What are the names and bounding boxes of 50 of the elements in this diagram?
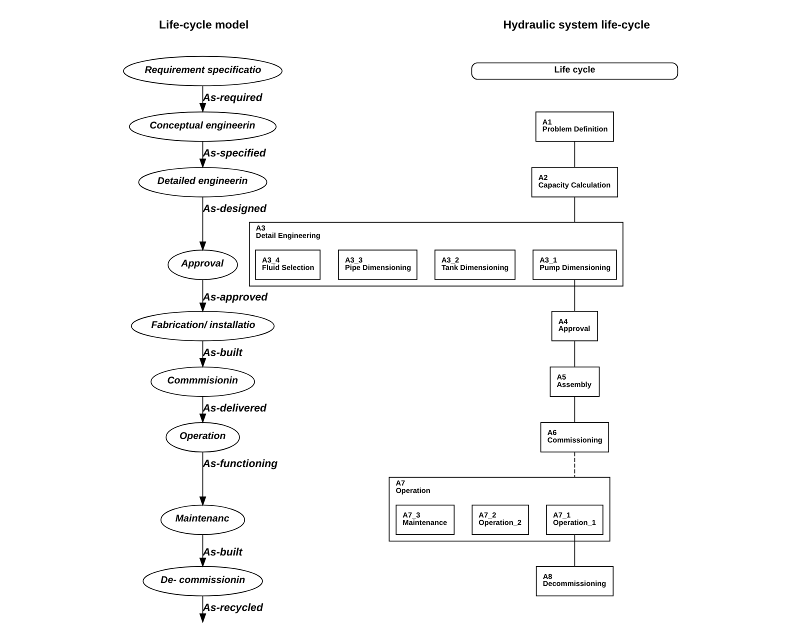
node-ellipse: Fabrication/ installatio [130,310,275,342]
node-box: A1 Problem Definition [536,112,614,142]
node-box: A8 Decommissioning [536,566,614,596]
arrow [199,141,206,168]
node-box: A3_1 Pump Dimensioning [532,250,617,280]
arrow [199,86,206,113]
arrow [199,279,206,312]
edge-label: As-delivered [202,402,266,414]
connector [574,534,576,567]
node-ellipse: Approval [168,250,238,280]
node-box: A2 Capacity Calculation [531,167,618,198]
node-ellipse: De- commissionin [142,566,263,596]
node-ellipse: Maintenanc [160,504,246,535]
node-ellipse: Requirement specificatio [123,56,282,86]
edge-label: As-built [202,546,242,558]
edge-label: As-approved [202,291,268,304]
node-box: Life cycle [471,62,678,80]
connector [574,396,576,423]
edge-label: As-designed [202,202,266,215]
arrow [199,452,206,506]
node-box: A7_3 Maintenance [396,504,455,535]
connector [574,279,576,312]
node-ellipse: Detailed engineerin [138,167,268,198]
edge-label: As-built [202,346,242,359]
label: Hydraulic system life-cycle [503,19,650,32]
connector [574,141,576,168]
node-ellipse: Operation [166,422,240,452]
node-box: A3_3 Pipe Dimensioning [338,250,418,280]
node-box: A5 Assembly [550,366,600,397]
node-box: A6 Commissioning [540,422,610,452]
edge-label: As-recycled [202,602,263,614]
node-box: A7_2 Operation_2 [472,504,529,535]
edge-label: As-specified [202,147,266,160]
arrow [199,340,206,368]
node-box: A3_2 Tank Dimensioning [434,250,516,280]
node-ellipse: Conceptual engineerin [129,112,277,142]
connector [574,452,576,478]
edge-label: As-functioning [202,458,278,470]
node-box: A7_1 Operation_1 [546,504,604,535]
node-ellipse: Commmisionin [150,366,255,397]
arrow [199,396,206,424]
arrow [199,196,206,252]
connector [574,196,576,223]
label: Life-cycle model [159,19,249,32]
arrow [199,534,206,568]
arrow [199,596,206,624]
node-box: A3_4 Fluid Selection [255,250,320,280]
node-box: A4 Approval [551,310,598,342]
edge-label: As-required [202,92,262,104]
connector [574,340,576,368]
